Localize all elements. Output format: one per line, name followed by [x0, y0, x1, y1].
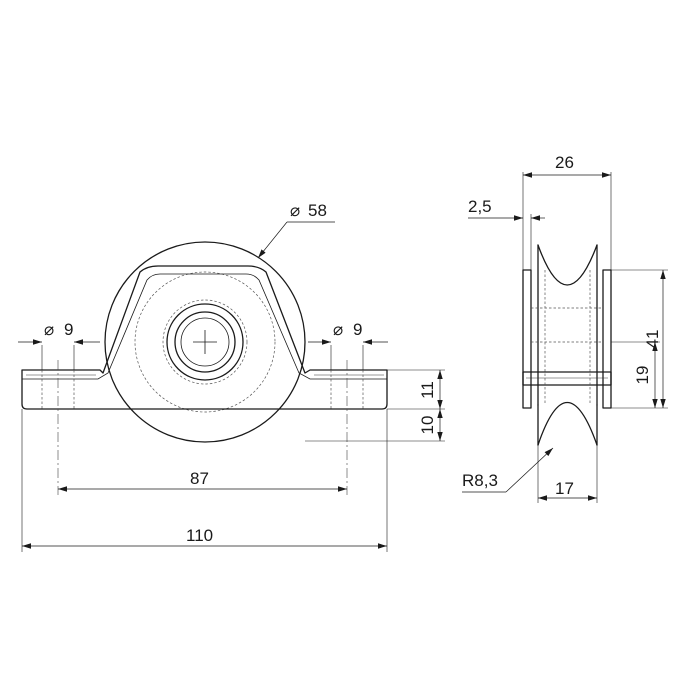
wheel-diameter-label: 58: [308, 201, 327, 220]
axle-height-label: 19: [633, 366, 652, 385]
overall-width-label: 26: [555, 153, 574, 172]
hole-right-label: 9: [353, 320, 362, 339]
hole-left-label: 9: [64, 320, 73, 339]
diameter-symbol: ⌀: [333, 320, 343, 339]
dim-heights: 11 10: [305, 369, 445, 442]
wheel-width-label: 17: [555, 479, 574, 498]
hub-hidden: [162, 299, 248, 385]
dim-groove-radius: R8,3: [462, 447, 554, 493]
hole-spacing-label: 87: [190, 469, 209, 488]
side-wheel-body: [537, 244, 598, 406]
side-view: 26 2,5 41 19 R8,3: [462, 153, 668, 503]
dim-wheel-width: 17: [537, 445, 598, 503]
wheel-hidden-rim: [134, 271, 276, 413]
dim-overall-length: 110: [21, 409, 388, 552]
dim-wheel-height: 41: [611, 269, 668, 409]
side-bottom-groove: [537, 401, 598, 446]
hub-inner: [180, 317, 230, 367]
side-right-plate: [602, 269, 612, 409]
dim-hole-left: ⌀ 9: [18, 320, 100, 370]
dim-axle-height: 19: [611, 341, 660, 408]
dim-hole-spacing: 87: [58, 469, 347, 492]
plate-thickness-label: 2,5: [468, 197, 492, 216]
base-plate: [21, 265, 388, 410]
dim-hole-right: ⌀ 9: [308, 320, 388, 370]
side-top-groove: [537, 244, 598, 286]
diameter-symbol: ⌀: [44, 320, 54, 339]
hub-outer: [166, 303, 244, 381]
diameter-symbol: ⌀: [290, 201, 300, 220]
wheel-outline: [104, 241, 306, 443]
plate-inner-edge: [22, 273, 387, 380]
wheel-height-label: 41: [643, 330, 662, 349]
side-left-plate: [522, 269, 532, 409]
height-11-label: 11: [418, 381, 437, 399]
groove-radius-label: R8,3: [462, 471, 498, 490]
dim-wheel-diameter: ⌀ 58: [257, 201, 335, 259]
hub-middle: [174, 311, 236, 373]
dim-plate-thickness: 2,5: [468, 197, 545, 270]
side-axle: [522, 371, 612, 386]
front-view: ⌀ 58 ⌀ 9 ⌀ 9 87: [18, 201, 445, 552]
overall-length-label: 110: [186, 526, 213, 545]
height-10-label: 10: [418, 416, 437, 435]
dim-side-overall-width: 26: [522, 153, 612, 270]
